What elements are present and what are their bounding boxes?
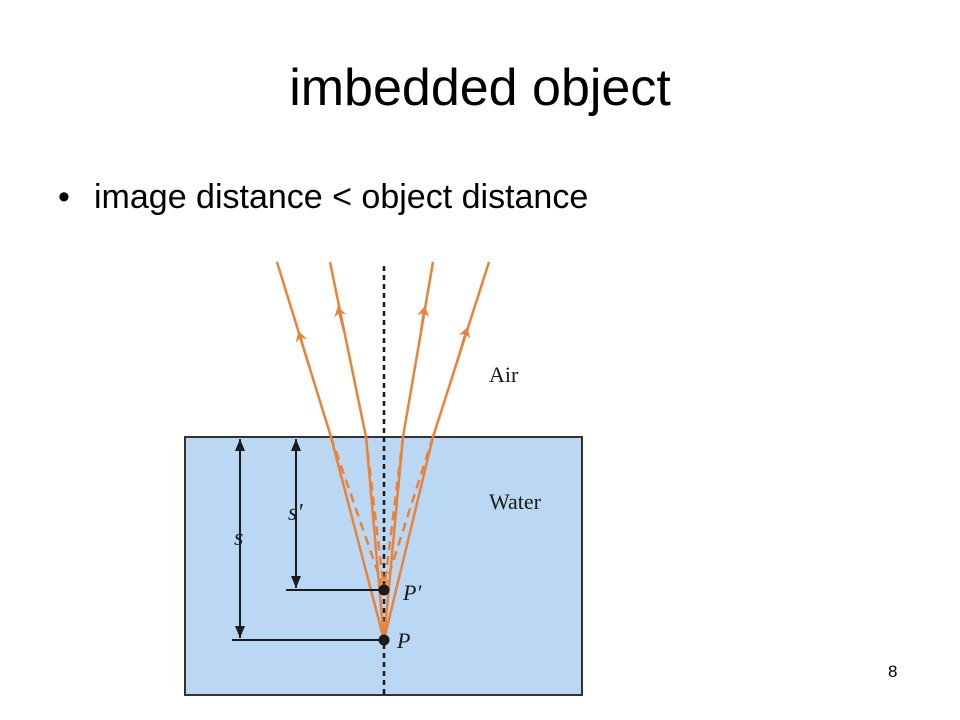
image-extension-line-1	[329, 436, 386, 591]
image-distance-arrowhead-top	[291, 439, 301, 451]
image-point-dot	[378, 584, 390, 596]
water-ray-3	[382, 436, 405, 641]
object-distance-arrowhead-bottom	[235, 626, 245, 638]
ray-arrow-3	[417, 306, 430, 332]
ray-arrow-1	[295, 331, 311, 367]
image-extension-line-3	[382, 436, 405, 591]
image-extension-line-4	[382, 436, 435, 591]
page-number: 8	[888, 662, 898, 681]
object-point-label: P	[396, 628, 410, 653]
image-extension-line-2	[364, 436, 386, 591]
bullet-text: image distance < object distance	[94, 178, 589, 216]
water-ray-2	[364, 436, 386, 641]
image-distance-label: s′	[288, 500, 303, 526]
object-distance-label: s	[234, 525, 243, 551]
object-point-dot	[378, 634, 390, 646]
bullet-item: • image distance < object distance	[58, 178, 588, 217]
air-label: Air	[489, 362, 519, 387]
slide-title: imbedded object	[289, 59, 671, 117]
water-ray-1	[329, 436, 386, 641]
water-label: Water	[489, 489, 542, 514]
air-ray-2	[328, 261, 368, 438]
water-ray-4	[382, 436, 435, 641]
image-point-label: P′	[402, 580, 422, 605]
object-distance-arrowhead-top	[235, 439, 245, 451]
image-distance-arrowhead-bottom	[291, 576, 301, 588]
ray-arrow-2	[334, 306, 347, 332]
bullet-symbol: •	[58, 178, 70, 216]
air-ray-3	[401, 261, 435, 438]
ray-arrow-4	[455, 327, 471, 363]
